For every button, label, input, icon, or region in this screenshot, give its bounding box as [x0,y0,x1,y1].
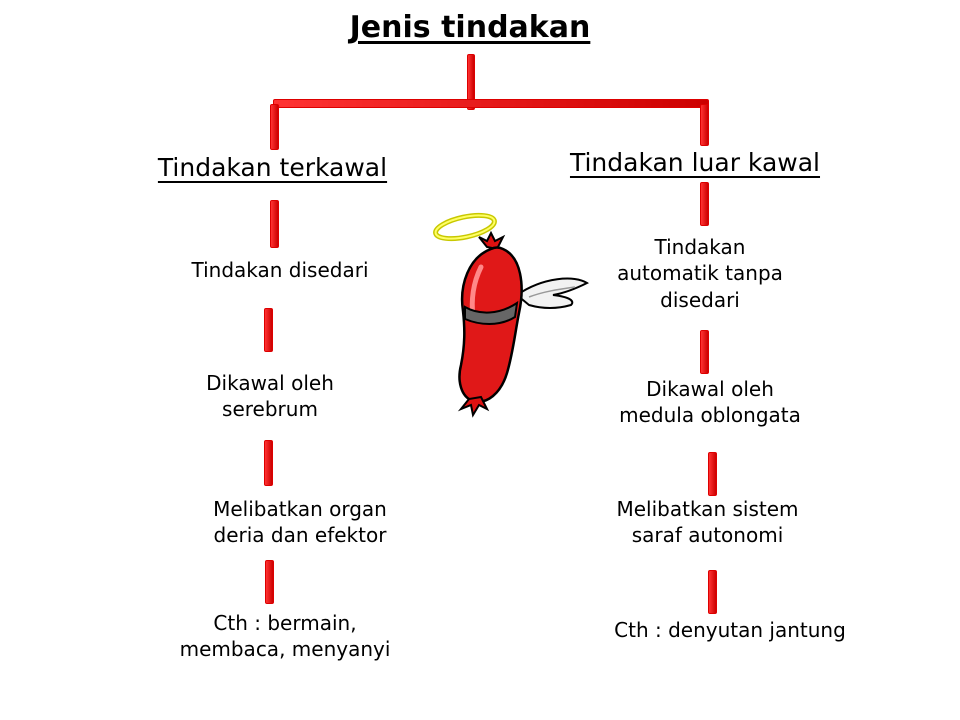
connector-right-2 [700,330,709,374]
right-heading: Tindakan luar kawal [569,148,821,177]
left-node-3: Melibatkan organ deria dan efektor [213,497,387,548]
connector-left-2 [264,308,273,352]
diagram-title: Jenis tindakan [349,10,591,45]
left-node-2: Dikawal oleh serebrum [206,371,334,422]
connector-left-1 [270,200,279,248]
left-node-1: Tindakan disedari [191,258,369,282]
connector-right-1 [700,182,709,226]
right-node-1: Tindakan automatik tanpa disedari [617,235,783,312]
connector-left-4 [265,560,274,604]
connector-left-drop [270,104,279,150]
connector-right-3 [708,452,717,496]
connector-horizontal [273,99,709,108]
right-node-4: Cth : denyutan jantung [614,618,846,642]
left-heading: Tindakan terkawal [157,153,388,182]
left-node-4: Cth : bermain, membaca, menyanyi [179,611,391,662]
connector-right-4 [708,570,717,614]
right-node-2: Dikawal oleh medula oblongata [619,377,801,428]
right-node-3: Melibatkan sistem saraf autonomi [616,497,799,548]
connector-right-drop [700,104,709,146]
winged-sausage-angel-icon [433,212,589,418]
connector-title-stem [467,54,475,110]
connector-left-3 [264,440,273,486]
